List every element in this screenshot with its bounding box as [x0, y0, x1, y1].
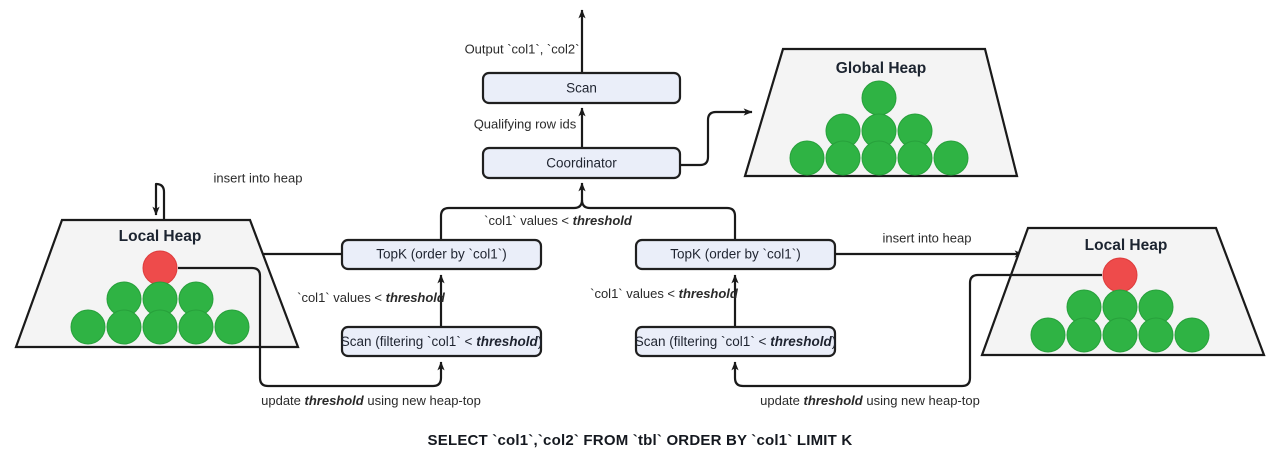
node-scan-right-prefix: Scan (filtering `col1` <: [635, 334, 770, 349]
heap-node: [1066, 317, 1102, 353]
node-topk-left[interactable]: TopK (order by `col1`): [340, 238, 543, 271]
heap-node: [1102, 317, 1138, 353]
local-heap-left-title: Local Heap: [119, 228, 202, 245]
heap-node-top-red: [142, 250, 178, 286]
node-scan-left-label: Scan (filtering `col1` < threshold): [341, 334, 542, 349]
edge-label-update-left-suffix: using new heap-top: [364, 393, 481, 408]
node-topk-right-label: TopK (order by `col1`): [670, 247, 801, 262]
node-scan-right-emphasis: threshold: [770, 334, 832, 349]
heap-node: [1138, 317, 1174, 353]
local-heap-right-title: Local Heap: [1085, 237, 1168, 254]
node-coordinator-label: Coordinator: [546, 156, 617, 171]
node-local-heap-left: Local Heap: [14, 218, 300, 349]
edge-label-update-right-prefix: update: [760, 393, 803, 408]
edge-label-update-left: update threshold using new heap-top: [261, 393, 481, 408]
edge-label-update-right: update threshold using new heap-top: [760, 393, 980, 408]
node-scan-left-emphasis: threshold: [476, 334, 538, 349]
edge-update-threshold-left: [178, 266, 445, 388]
heap-node-top-red: [1102, 257, 1138, 293]
heap-node: [789, 140, 825, 176]
node-scan-right-label: Scan (filtering `col1` < threshold): [635, 334, 836, 349]
edge-topk-to-coordinator: [439, 182, 737, 240]
edge-label-update-right-suffix: using new heap-top: [863, 393, 980, 408]
heap-node: [1030, 317, 1066, 353]
heap-node: [70, 309, 106, 345]
heap-node: [861, 140, 897, 176]
edge-label-qualifying: Qualifying row ids: [474, 116, 577, 131]
heap-node: [825, 140, 861, 176]
node-scan-top-label: Scan: [566, 81, 597, 96]
node-scan-left-prefix: Scan (filtering `col1` <: [341, 334, 476, 349]
edge-label-insert-right: insert into heap: [883, 230, 972, 245]
heap-node: [861, 80, 897, 116]
heap-node: [214, 309, 250, 345]
heap-node: [142, 309, 178, 345]
node-scan-left-suffix: ): [538, 334, 543, 349]
node-topk-right[interactable]: TopK (order by `col1`): [634, 238, 837, 271]
node-local-heap-right: Local Heap: [980, 226, 1266, 357]
heap-node: [1174, 317, 1210, 353]
edge-label-update-left-prefix: update: [261, 393, 304, 408]
edge-update-threshold-right: [731, 273, 1102, 388]
node-topk-left-label: TopK (order by `col1`): [376, 247, 507, 262]
edge-label-threshold-right-emphasis: threshold: [679, 286, 739, 301]
edge-label-threshold-to-coordinator: `col1` values < threshold: [484, 213, 633, 228]
heap-node: [178, 309, 214, 345]
edge-label-output: Output `col1`, `col2`: [465, 41, 580, 56]
edge-label-threshold-left-prefix: `col1` values <: [297, 290, 386, 305]
edge-label-update-right-emphasis: threshold: [804, 393, 864, 408]
heap-node: [897, 140, 933, 176]
edge-label-threshold-emphasis: threshold: [573, 213, 633, 228]
heap-node: [106, 309, 142, 345]
edge-label-threshold-right: `col1` values < threshold: [590, 286, 739, 301]
sql-caption: SELECT `col1`,`col2` FROM `tbl` ORDER BY…: [428, 432, 853, 449]
node-scan-right-suffix: ): [832, 334, 837, 349]
node-coordinator[interactable]: Coordinator: [481, 146, 682, 180]
edge-label-threshold-left-emphasis: threshold: [386, 290, 446, 305]
edge-label-update-left-emphasis: threshold: [305, 393, 365, 408]
node-scan-right[interactable]: Scan (filtering `col1` < threshold): [635, 325, 836, 358]
edge-label-threshold-prefix: `col1` values <: [484, 213, 573, 228]
node-scan-top[interactable]: Scan: [481, 71, 682, 105]
edge-label-insert-left: insert into heap: [214, 170, 303, 185]
node-global-heap: Global Heap: [743, 47, 1019, 178]
node-scan-left[interactable]: Scan (filtering `col1` < threshold): [341, 325, 542, 358]
edge-coordinator-to-global-heap: [680, 108, 753, 167]
edge-label-threshold-left: `col1` values < threshold: [297, 290, 446, 305]
global-heap-title: Global Heap: [836, 60, 926, 77]
heap-node: [933, 140, 969, 176]
edge-label-threshold-right-prefix: `col1` values <: [590, 286, 679, 301]
